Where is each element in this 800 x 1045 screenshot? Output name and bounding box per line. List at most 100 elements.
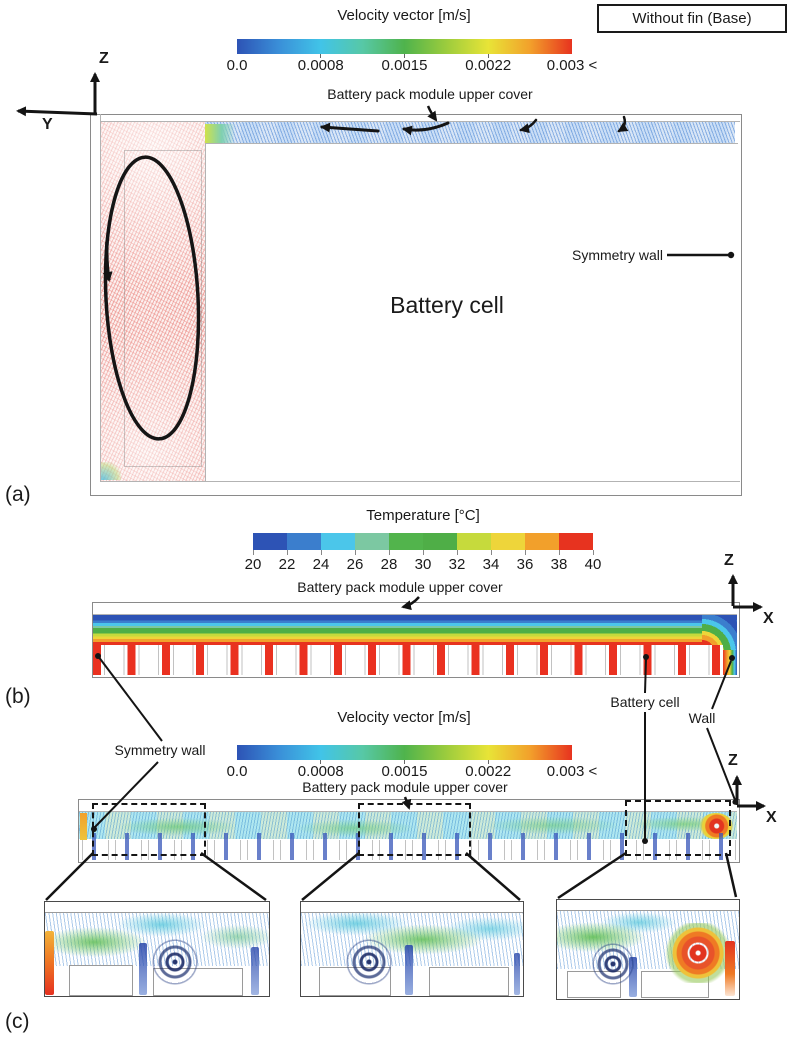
axes-c xyxy=(732,775,766,811)
tick-label: 38 xyxy=(550,556,568,573)
velocity-colorbar-a-ticks: 0.0 0.0008 0.0015 0.0022 0.003 < xyxy=(227,57,598,75)
inset-right-cover xyxy=(557,900,739,911)
axis-label-x-b: X xyxy=(763,610,774,627)
tick-label: 32 xyxy=(448,556,466,573)
label-upper-cover-a: Battery pack module upper cover xyxy=(327,86,533,102)
inset-middle-down-jet xyxy=(405,945,413,995)
inset-left-cover xyxy=(45,902,269,913)
tick-label: 0.0008 xyxy=(297,763,344,780)
velocity-vectors-top-channel xyxy=(205,122,735,143)
inset-right-body xyxy=(557,911,739,999)
velocity-colorbar-c xyxy=(237,745,572,760)
axis-label-z-a: Z xyxy=(99,50,109,67)
tick-label: 0.0 xyxy=(226,763,248,780)
panel-a-inner-line xyxy=(100,114,101,481)
axes-a xyxy=(16,72,100,117)
panel-letter-c: (c) xyxy=(5,1010,30,1033)
colorbar-segment xyxy=(389,533,423,550)
colorbar-segment xyxy=(253,533,287,550)
panel-a-cell-left-line xyxy=(205,143,206,481)
inset-left-hot-jet xyxy=(45,931,54,995)
tick-label: 26 xyxy=(346,556,364,573)
label-upper-cover-c: Battery pack module upper cover xyxy=(302,779,508,795)
tick-label: 20 xyxy=(244,556,262,573)
tick-label: 0.003 < xyxy=(546,763,598,780)
inset-left-down-jet xyxy=(251,947,259,995)
label-battery-cell-a: Battery cell xyxy=(390,292,504,318)
panel-a-domain-box xyxy=(90,114,742,496)
axis-label-z-c: Z xyxy=(728,752,738,769)
velocity-colorbar-a xyxy=(237,39,572,54)
temperature-right-wall-strip xyxy=(723,650,737,675)
tick-label: 22 xyxy=(278,556,296,573)
inset-right-red-vortex xyxy=(653,923,735,983)
colorbar-title-temperature: Temperature [°C] xyxy=(366,507,480,524)
colorbar-segment xyxy=(559,533,593,550)
axis-label-x-c: X xyxy=(766,809,777,826)
panel-letter-a: (a) xyxy=(5,483,31,506)
inset-right-wall-jet xyxy=(725,941,735,996)
label-battery-cell-b: Battery cell xyxy=(610,694,680,710)
panel-a-inner-line xyxy=(100,481,740,482)
zoom-region-box-middle xyxy=(358,803,471,856)
inset-left xyxy=(44,901,270,997)
label-symmetry-wall-a: Symmetry wall xyxy=(571,247,663,263)
colorbar-segment xyxy=(491,533,525,550)
colorbar-notch xyxy=(404,760,405,764)
zoom-region-box-right xyxy=(625,800,731,856)
inset-middle-cover xyxy=(301,902,523,913)
colorbar-notch xyxy=(404,54,405,58)
colorbar-segment xyxy=(321,533,355,550)
label-upper-cover-b: Battery pack module upper cover xyxy=(297,579,503,595)
inset-left-down-jet xyxy=(139,943,147,995)
inset-left-dark-vortex xyxy=(151,939,199,985)
colorbar-segment xyxy=(423,533,457,550)
battery-cells-temperature-row xyxy=(93,645,723,675)
colorbar-notch xyxy=(488,54,489,58)
inset-middle-cell-box xyxy=(429,967,509,996)
label-symmetry-wall-b: Symmetry wall xyxy=(114,742,206,758)
panel-letter-b: (b) xyxy=(5,685,31,708)
temperature-contour-band xyxy=(93,615,737,645)
inset-middle-body xyxy=(301,913,523,996)
label-wall-b: Wall xyxy=(688,710,716,726)
tick-label: 0.0022 xyxy=(465,763,512,780)
temperature-colorbar xyxy=(253,533,593,550)
case-badge: Without fin (Base) xyxy=(597,4,787,33)
tick-label: 0.0008 xyxy=(297,57,344,74)
tick-label: 0.003 < xyxy=(546,57,598,74)
battery-cell-faint-outline xyxy=(124,150,202,467)
tick-label: 28 xyxy=(380,556,398,573)
tick-label: 24 xyxy=(312,556,330,573)
temperature-colorbar-notches xyxy=(253,550,594,555)
axis-label-y-a: Y xyxy=(42,116,53,133)
zoom-region-box-left xyxy=(92,803,206,856)
panel-c-cover-line xyxy=(79,811,737,812)
colorbar-segment xyxy=(457,533,491,550)
colorbar-notch xyxy=(320,760,321,764)
tick-label: 0.0022 xyxy=(465,57,512,74)
inset-right xyxy=(556,899,740,1000)
tick-label: 34 xyxy=(482,556,500,573)
corner-velocity-blob xyxy=(101,462,121,480)
tick-label: 0.0015 xyxy=(381,57,428,74)
inset-right-dark-vortex xyxy=(591,943,635,985)
colorbar-title-velocity-a: Velocity vector [m/s] xyxy=(337,7,471,24)
colorbar-segment xyxy=(355,533,389,550)
tick-label: 36 xyxy=(516,556,534,573)
inset-left-body xyxy=(45,913,269,996)
panel-a-strip-bottom-line xyxy=(205,143,738,144)
colorbar-segment xyxy=(525,533,559,550)
colorbar-notch xyxy=(488,760,489,764)
tick-label: 0.0 xyxy=(226,57,248,74)
inset-middle-down-jet xyxy=(514,953,520,995)
inset-middle-dark-vortex xyxy=(345,939,393,985)
tick-label: 40 xyxy=(584,556,602,573)
inset-left-cell-box xyxy=(69,965,133,996)
channel-transition-blob xyxy=(205,124,235,143)
colorbar-notch xyxy=(320,54,321,58)
axis-label-z-b: Z xyxy=(724,552,734,569)
